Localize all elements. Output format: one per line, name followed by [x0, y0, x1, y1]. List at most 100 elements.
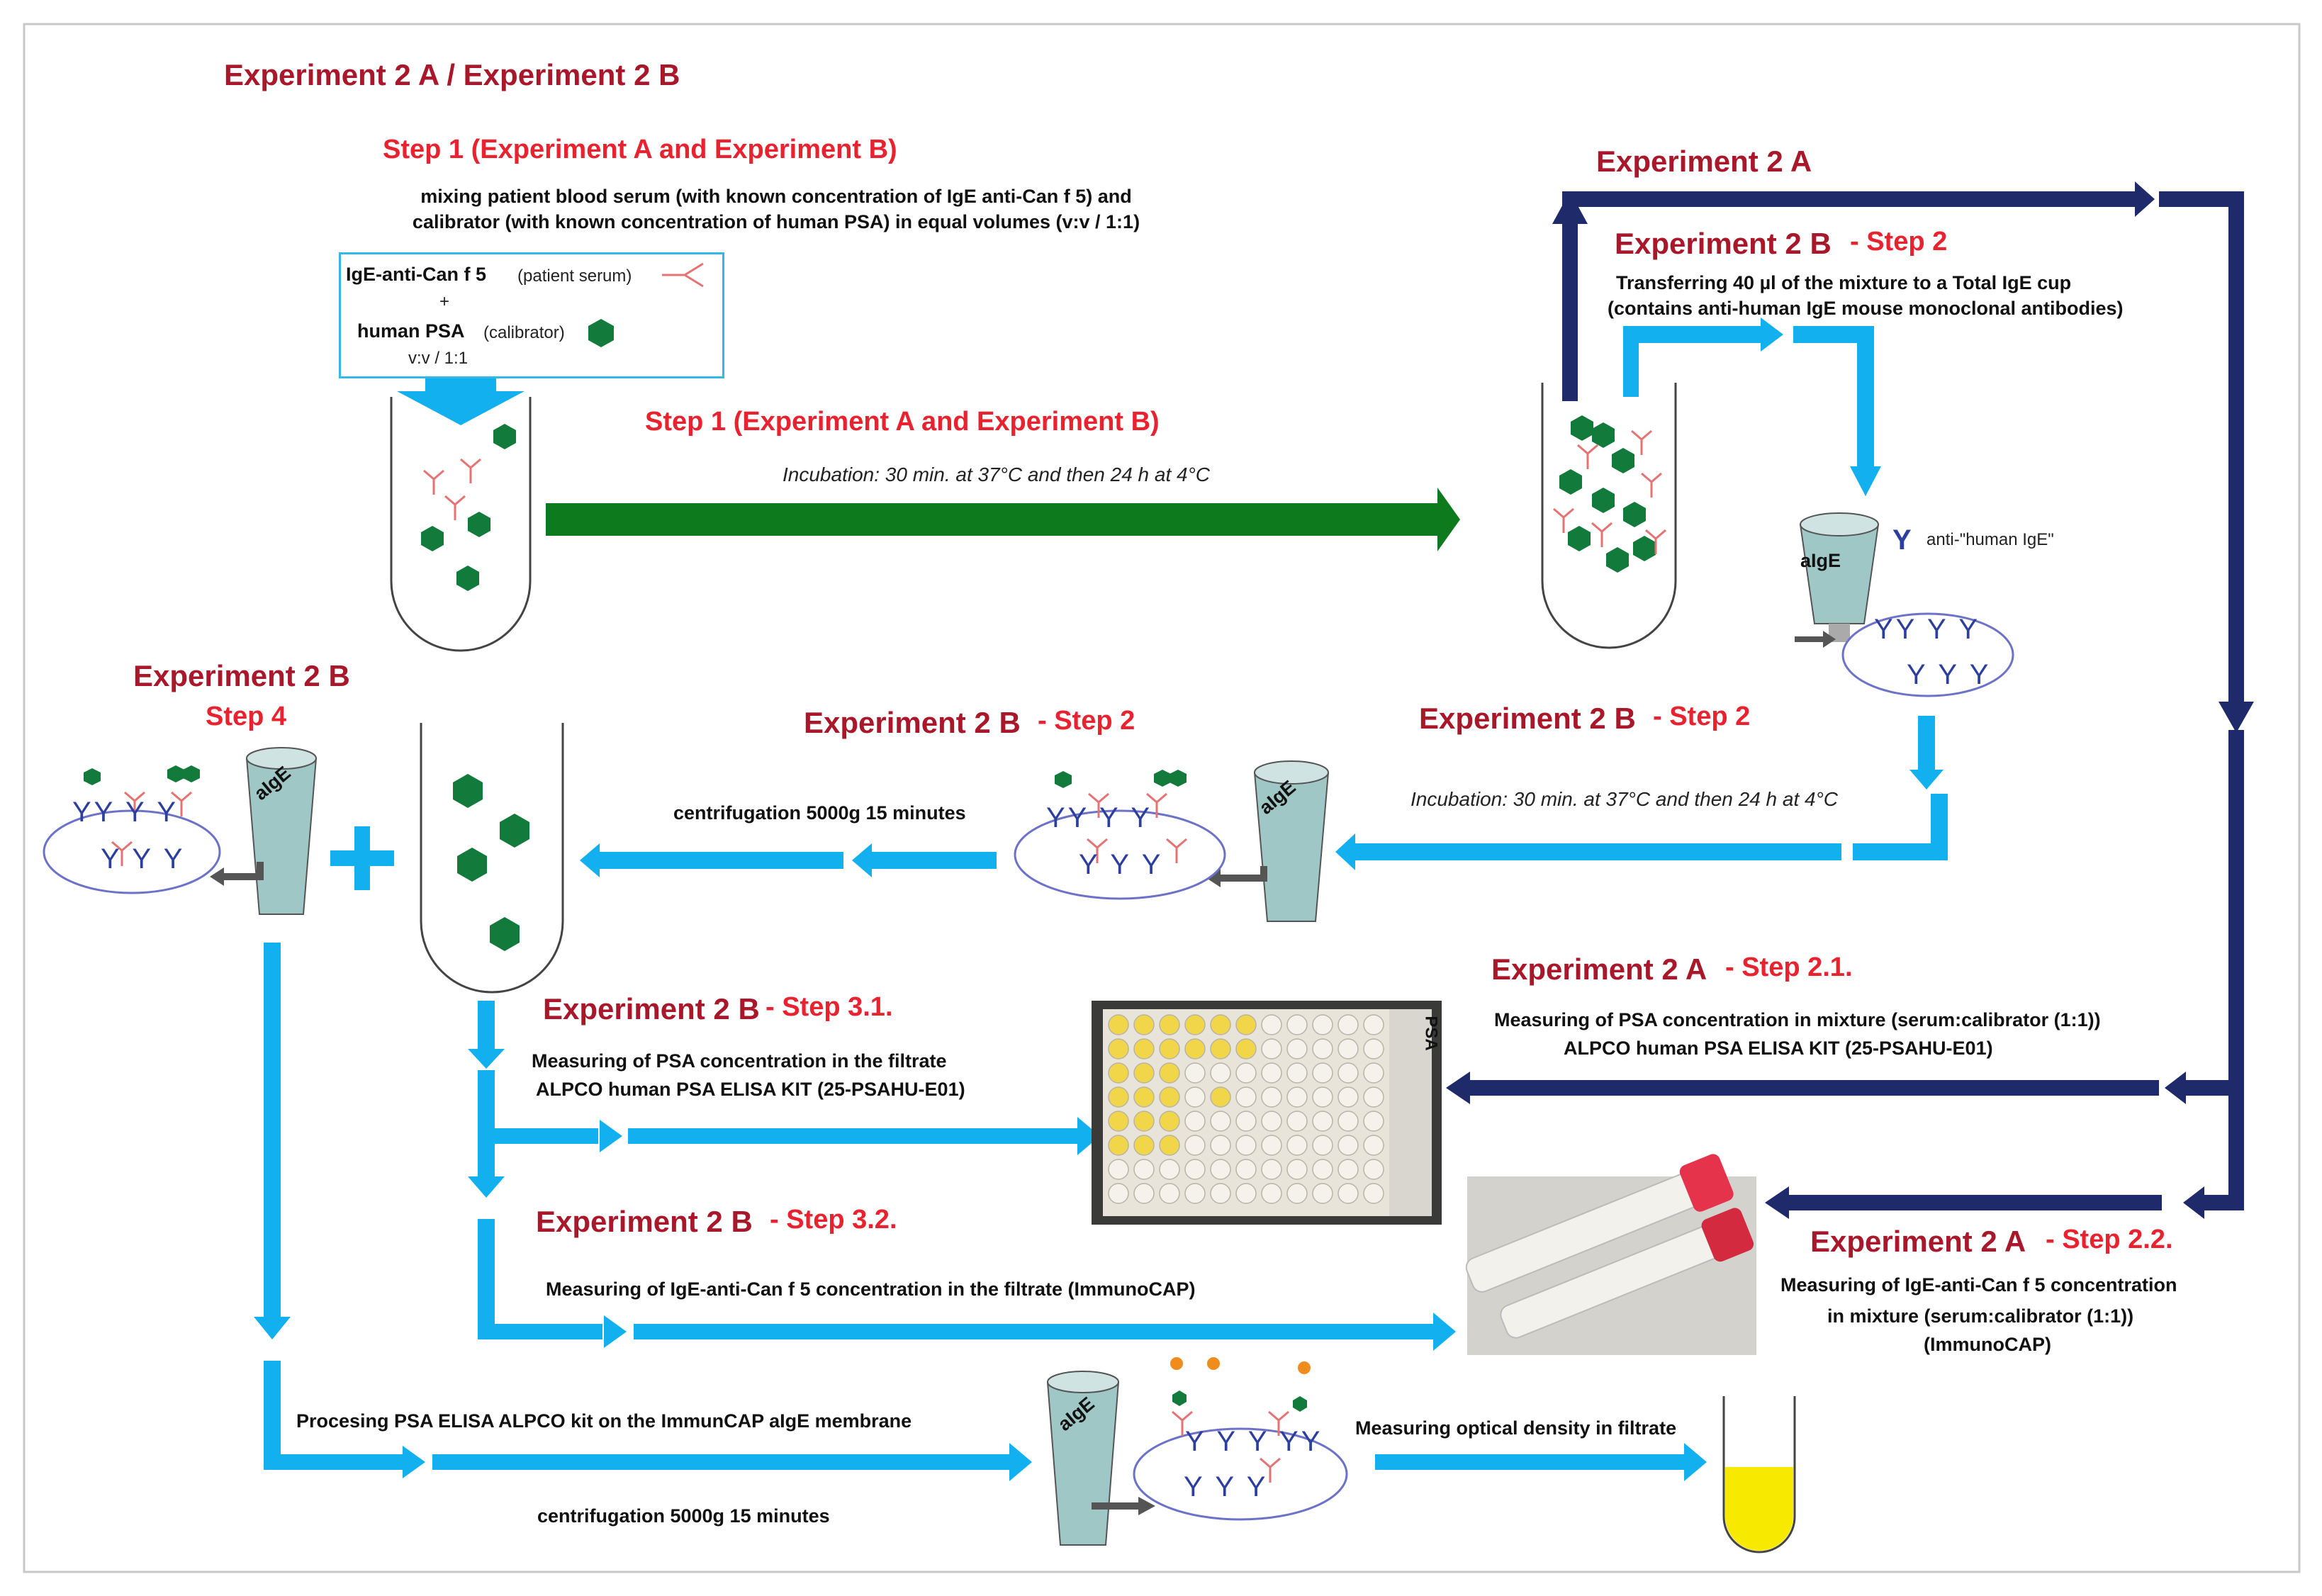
- elisa-well: [1363, 1135, 1384, 1156]
- elisa-well: [1235, 1014, 1257, 1035]
- elisa-well: [1363, 1183, 1384, 1204]
- step1-desc-line1: mixing patient blood serum (with known c…: [420, 186, 1132, 207]
- elisa-well: [1159, 1183, 1180, 1204]
- antibody-ellipse-bottom: [1133, 1357, 1348, 1521]
- elisa-well: [1286, 1135, 1308, 1156]
- elisa-well: [1184, 1111, 1206, 1132]
- elisa-well: [1261, 1135, 1282, 1156]
- tube-filtrate: [420, 723, 564, 994]
- elisa-well: [1108, 1159, 1129, 1180]
- elisa-well: [1363, 1014, 1384, 1035]
- tube-mixture-start: [390, 397, 532, 652]
- elisa-well: [1184, 1183, 1206, 1204]
- elisa-well: [1108, 1038, 1129, 1060]
- elisa-well: [1337, 1086, 1359, 1108]
- elisa-well: [1235, 1111, 1257, 1132]
- legend-ige-icon: [662, 262, 704, 288]
- antibody-ellipse-top: [1841, 612, 2014, 697]
- elisa-well: [1133, 1183, 1155, 1204]
- elisa-well: [1286, 1159, 1308, 1180]
- elisa-well: [1286, 1086, 1308, 1108]
- step1-arrow-title: Step 1 (Experiment A and Experiment B): [645, 407, 1160, 437]
- exp2a-step21-title: Experiment 2 A: [1491, 952, 1707, 986]
- legend-plus: +: [439, 292, 450, 311]
- exp2b-step4-title: Experiment 2 B: [133, 659, 350, 692]
- elisa-well: [1210, 1135, 1231, 1156]
- legend-psa-note: (calibrator): [483, 323, 565, 342]
- elisa-well: [1261, 1183, 1282, 1204]
- elisa-well: [1286, 1014, 1308, 1035]
- elisa-well: [1312, 1135, 1333, 1156]
- elisa-well: [1337, 1014, 1359, 1035]
- elisa-well: [1363, 1159, 1384, 1180]
- ige-filtrate-desc: Measuring of IgE-anti-Can f 5 concentrat…: [546, 1279, 1196, 1300]
- exp2b-step2-top-title: Experiment 2 B: [1615, 227, 1832, 260]
- incubation-text-green: Incubation: 30 min. at 37°C and then 24 …: [783, 463, 1211, 485]
- elisa-well: [1184, 1014, 1206, 1035]
- transfer-desc-line2: (contains anti-human IgE mouse monoclona…: [1608, 298, 2124, 319]
- aige-cup-bottom: [1046, 1371, 1155, 1546]
- elisa-well: [1133, 1159, 1155, 1180]
- antibody-ellipse-mid: [1014, 770, 1226, 900]
- centrifugation-bottom: centrifugation 5000g 15 minutes: [537, 1505, 830, 1527]
- elisa-well: [1363, 1062, 1384, 1084]
- incubation-text-blue: Incubation: 30 min. at 37°C and then 24 …: [1410, 788, 1839, 810]
- legend-box: [339, 252, 724, 378]
- psa-mixture-desc-line1: Measuring of PSA concentration in mixtur…: [1494, 1009, 2101, 1030]
- elisa-well: [1108, 1086, 1129, 1108]
- exp2b-step2-right-step: - Step 2: [1653, 702, 1751, 731]
- elisa-well: [1133, 1014, 1155, 1035]
- optical-density-text: Measuring optical density in filtrate: [1355, 1417, 1677, 1439]
- antibodies-mid-row1: YY Y Y: [1046, 802, 1153, 833]
- elisa-well: [1261, 1086, 1282, 1108]
- immunocap-tubes-photo: [1465, 1154, 1756, 1355]
- elisa-well: [1210, 1014, 1231, 1035]
- main-title: Experiment 2 A / Experiment 2 B: [224, 58, 680, 91]
- elisa-well: [1159, 1159, 1180, 1180]
- exp2b-step2-mid-step: - Step 2: [1038, 706, 1135, 736]
- elisa-well: [1286, 1038, 1308, 1060]
- elisa-plate-photo: [1092, 1001, 1442, 1225]
- exp2a-step22-step: - Step 2.2.: [2046, 1225, 2173, 1254]
- elisa-well: [1133, 1111, 1155, 1132]
- elisa-well: [1159, 1135, 1180, 1156]
- elisa-well: [1210, 1159, 1231, 1180]
- transfer-desc-line1: Transferring 40 µl of the mixture to a T…: [1616, 272, 2072, 293]
- plate-label: PSA: [1421, 1016, 1441, 1051]
- antibodies-mid-row2: Y Y Y: [1079, 849, 1164, 880]
- elisa-well: [1108, 1062, 1129, 1084]
- elisa-well: [1337, 1135, 1359, 1156]
- antibodies-bottom-row2: Y Y Y: [1184, 1471, 1269, 1502]
- elisa-well: [1159, 1062, 1180, 1084]
- elisa-well: [1261, 1014, 1282, 1035]
- exp2b-step32-title: Experiment 2 B: [536, 1205, 753, 1238]
- elisa-well: [1261, 1062, 1282, 1084]
- elisa-well: [1312, 1183, 1333, 1204]
- psa-mixture-desc-line2: ALPCO human PSA ELISA KIT (25-PSAHU-E01): [1564, 1038, 1993, 1059]
- elisa-well: [1133, 1038, 1155, 1060]
- elisa-well: [1184, 1038, 1206, 1060]
- exp2a-top-title: Experiment 2 A: [1596, 145, 1812, 178]
- elisa-well: [1312, 1062, 1333, 1084]
- legend-ige-label: IgE-anti-Can f 5: [346, 264, 487, 285]
- elisa-well: [1337, 1062, 1359, 1084]
- exp2b-step4-step: Step 4: [206, 702, 287, 731]
- arrows-experiment-2b: [254, 317, 1948, 1481]
- ige-mixture-desc-line2: in mixture (serum:calibrator (1:1)): [1827, 1305, 2134, 1327]
- antibodies-bottom-row1: Y Y Y YY: [1185, 1426, 1323, 1457]
- elisa-well: [1286, 1062, 1308, 1084]
- arrow-legend-to-tube: [397, 376, 525, 425]
- exp2b-step32-step: - Step 3.2.: [770, 1205, 897, 1235]
- elisa-well: [1312, 1086, 1333, 1108]
- elisa-well: [1210, 1086, 1231, 1108]
- elisa-well: [1133, 1135, 1155, 1156]
- exp2b-step2-right-title: Experiment 2 B: [1419, 702, 1636, 735]
- elisa-well: [1108, 1135, 1129, 1156]
- elisa-well: [1210, 1062, 1231, 1084]
- processing-text: Procesing PSA ELISA ALPCO kit on the Imm…: [296, 1410, 912, 1432]
- elisa-well: [1159, 1111, 1180, 1132]
- centrifugation-top: centrifugation 5000g 15 minutes: [673, 802, 966, 824]
- elisa-well: [1108, 1111, 1129, 1132]
- antibodies-top-row2: Y Y Y: [1907, 659, 1992, 690]
- elisa-well: [1159, 1014, 1180, 1035]
